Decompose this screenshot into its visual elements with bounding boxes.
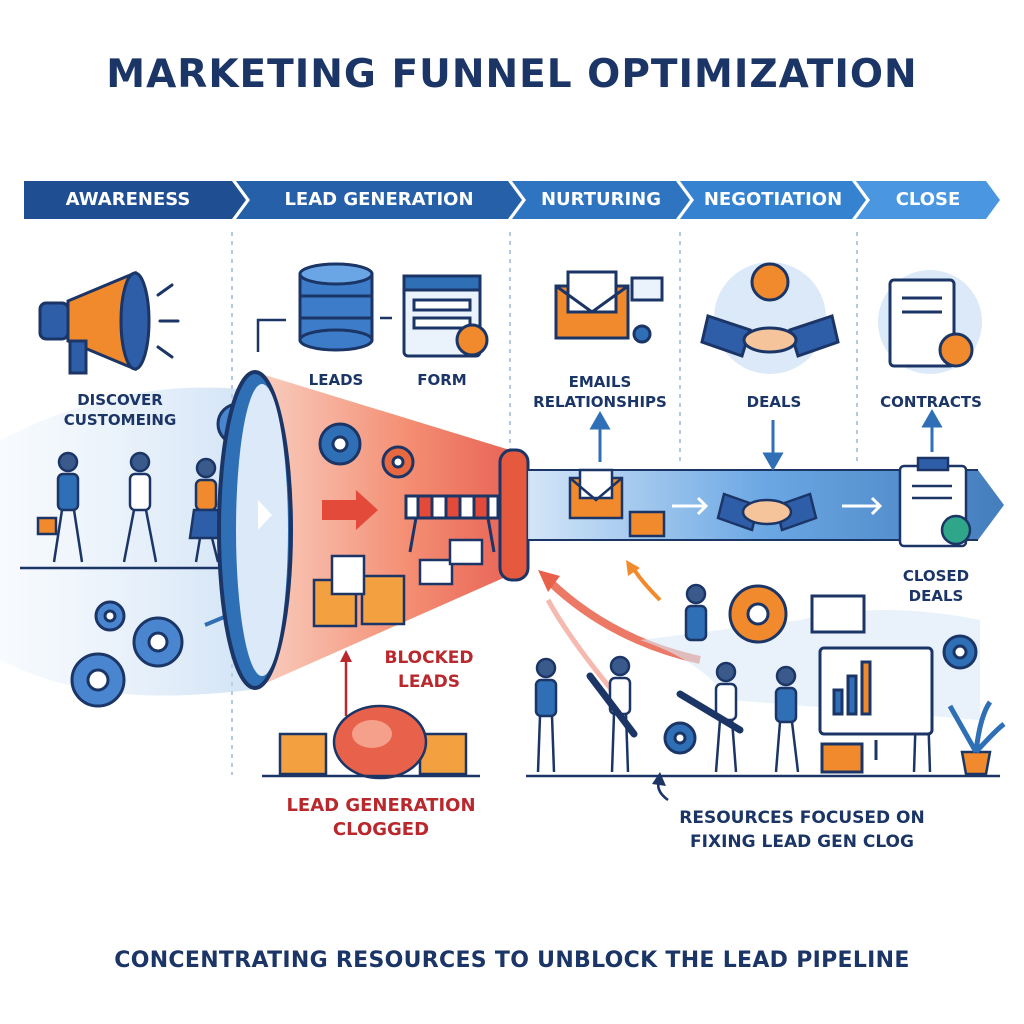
- gear-icon: [663, 634, 978, 755]
- stage-label-close: CLOSE: [895, 189, 961, 210]
- walking-people: [36, 451, 224, 563]
- label-closed-deals: CLOSED DEALS: [902, 567, 970, 605]
- footer-caption: CONCENTRATING RESOURCES TO UNBLOCK THE L…: [114, 948, 910, 973]
- handshake-icon: [716, 492, 818, 532]
- label-contracts: CONTRACTS: [880, 393, 982, 411]
- label-form: FORM: [417, 371, 467, 389]
- stage-nurturing: [512, 181, 690, 219]
- stage-negotiation: [680, 181, 866, 219]
- stage-label-awareness: AWARENESS: [65, 189, 191, 210]
- roadblock-icon: [404, 494, 500, 553]
- stage-lead-generation: [236, 181, 522, 219]
- handshake-icon: [700, 262, 840, 374]
- label-discover: DISCOVER CUSTOMEING: [63, 391, 177, 429]
- database-icon: [298, 262, 374, 352]
- clog-icon: [278, 704, 468, 780]
- stage-label-nurturing: NURTURING: [540, 189, 662, 210]
- wrench-icon: [586, 672, 744, 738]
- megaphone-icon: [38, 270, 180, 375]
- label-deals: DEALS: [746, 393, 802, 411]
- contract-icon: [878, 270, 982, 374]
- dashboard-icon: [810, 594, 934, 774]
- gear-icon: [318, 422, 415, 479]
- stage-label-lead-generation: LEAD GENERATION: [284, 189, 474, 210]
- plant-icon: [947, 700, 1006, 776]
- blocked-arrow: [322, 490, 378, 530]
- funnel-cone: [217, 370, 530, 690]
- page-title: MARKETING FUNNEL OPTIMIZATION: [106, 52, 918, 97]
- email-icon: [568, 468, 666, 538]
- form-icon: [402, 274, 489, 358]
- stage-label-negotiation: NEGOTIATION: [703, 189, 843, 210]
- label-blocked-leads: BLOCKED LEADS: [384, 648, 474, 692]
- label-emails: EMAILS RELATIONSHIPS: [533, 373, 667, 411]
- label-leads: LEADS: [308, 371, 364, 389]
- label-resources-focused: RESOURCES FOCUSED ON FIXING LEAD GEN CLO…: [679, 808, 925, 852]
- gear-icon: [728, 584, 788, 644]
- contract-icon: [898, 456, 972, 548]
- stage-close: [856, 181, 1000, 219]
- stage-bar: [24, 181, 1000, 219]
- label-lead-generation-clogged: LEAD GENERATION CLOGGED: [286, 795, 476, 840]
- email-icon: [554, 270, 664, 344]
- folder-icon: [312, 538, 484, 628]
- stage-awareness: [24, 181, 246, 219]
